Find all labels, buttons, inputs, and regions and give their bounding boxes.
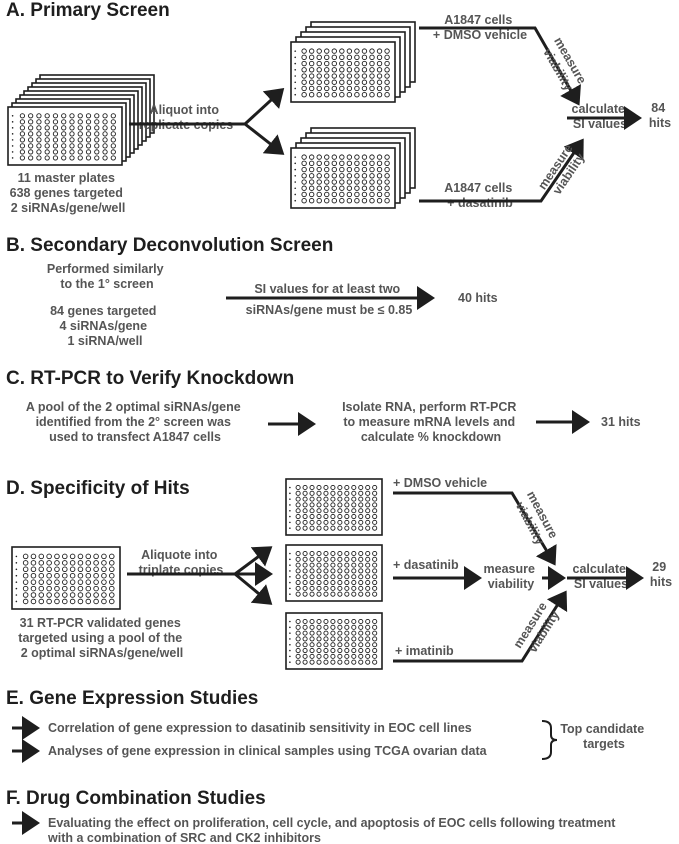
top-measure-label: measure viability	[538, 35, 591, 97]
section-a-heading: A. Primary Screen	[6, 0, 170, 21]
split-arrow-up	[243, 87, 285, 126]
section-d-heading: D. Specificity of Hits	[6, 478, 190, 499]
dasatinib-measure-label: measure viability	[484, 562, 539, 591]
tcga-text: Analyses of gene expression in clinical …	[48, 744, 488, 758]
replicate-plate-stack-bottom	[290, 127, 416, 209]
calculate-label: calculate SI values	[572, 102, 629, 131]
section-d-hits: 29 hits	[650, 560, 672, 589]
pool-description-text: A pool of the 2 optimal siRNAs/gene iden…	[26, 400, 244, 444]
bottom-measure-arrow	[419, 138, 584, 203]
imatinib-measure-arrow	[393, 590, 568, 663]
performed-similarly-text: Performed similarly to the 1° screen	[47, 262, 167, 291]
top-condition-label: A1847 cells + DMSO vehicle	[433, 13, 527, 42]
section-c-hits: 31 hits	[601, 415, 641, 429]
dasatinib-label: + dasatinib	[393, 558, 459, 572]
section-b-heading: B. Secondary Deconvolution Screen	[6, 235, 333, 256]
section-a-hits: 84 hits	[649, 101, 671, 130]
top-candidate-text: Top candidate targets	[560, 722, 647, 751]
copy-plate-3	[285, 612, 383, 670]
replicate-plate-stack-top	[290, 21, 416, 103]
bottom-condition-label: A1847 cells + dasatinib	[444, 181, 516, 210]
section-c-heading: C. RT-PCR to Verify Knockdown	[6, 368, 294, 389]
dmso-measure-arrow	[393, 491, 557, 566]
correlation-text: Correlation of gene expression to dasati…	[48, 721, 472, 735]
section-d-calculate-label: calculate SI values	[573, 562, 630, 591]
triplicate-arrow-up	[234, 546, 273, 576]
dmso-measure-label: measure viability	[511, 489, 562, 551]
drug-combination-text: Evaluating the effect on proliferation, …	[47, 816, 619, 844]
copy-plate-2	[285, 544, 383, 602]
split-arrow-down	[244, 122, 285, 155]
section-f-heading: F. Drug Combination Studies	[6, 788, 266, 809]
master-plates-text: 11 master plates 638 genes targeted 2 si…	[10, 171, 127, 215]
validated-plate	[11, 546, 121, 610]
copy-plate-1	[285, 478, 383, 536]
triplicate-arrow-down	[234, 572, 273, 605]
si-criteria-text: SI values for at least two siRNAs/gene m…	[246, 282, 413, 317]
aliquot-label: Aliquot into replicate copies	[139, 103, 234, 132]
bottom-measure-label: measure viability	[535, 139, 590, 201]
section-b-hits: 40 hits	[458, 291, 498, 305]
dmso-label: + DMSO vehicle	[393, 476, 487, 490]
master-plate-stack	[7, 74, 155, 166]
isolate-rna-text: Isolate RNA, perform RT-PCR to measure m…	[342, 400, 520, 444]
genes-targeted-text: 84 genes targeted 4 siRNAs/gene 1 siRNA/…	[50, 304, 160, 348]
validated-genes-text: 31 RT-PCR validated genes targeted using…	[18, 616, 185, 660]
curly-brace	[541, 720, 558, 760]
top-measure-arrow	[419, 26, 581, 106]
section-e-heading: E. Gene Expression Studies	[6, 688, 258, 709]
imatinib-label: + imatinib	[395, 644, 454, 658]
